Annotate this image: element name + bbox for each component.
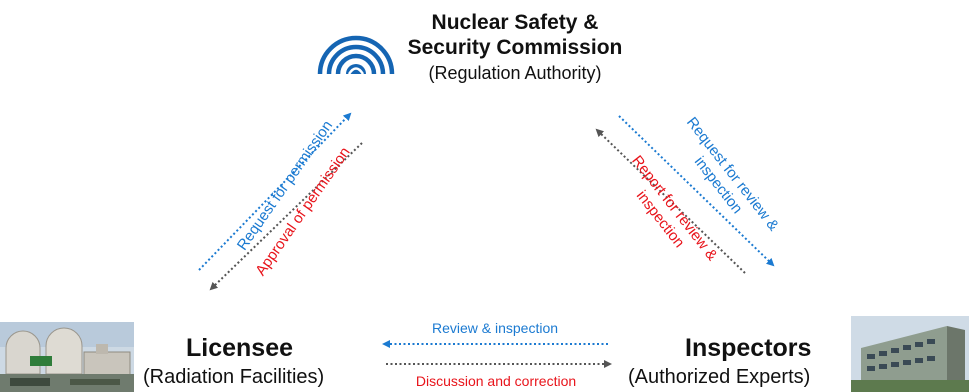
authority-subtitle: (Regulation Authority)	[428, 63, 602, 83]
arrow-report-review	[595, 128, 746, 274]
building-photo	[851, 316, 969, 392]
inspectors-title: Inspectors	[685, 334, 812, 362]
licensee-subtitle: (Radiation Facilities)	[143, 366, 325, 388]
label-discussion-correction: Discussion and correction	[415, 373, 577, 389]
inspectors-subtitle: (Authorized Experts)	[628, 366, 811, 388]
authority-title: Nuclear Safety & Security Commission	[407, 11, 623, 59]
nssc-logo-icon	[317, 35, 395, 75]
licensee-title: Licensee	[186, 334, 294, 362]
power-plant-photo	[0, 322, 134, 392]
arrow-request-permission	[198, 112, 352, 271]
label-review-inspection: Review & inspection	[431, 320, 559, 336]
arrow-approval-permission	[209, 142, 363, 291]
